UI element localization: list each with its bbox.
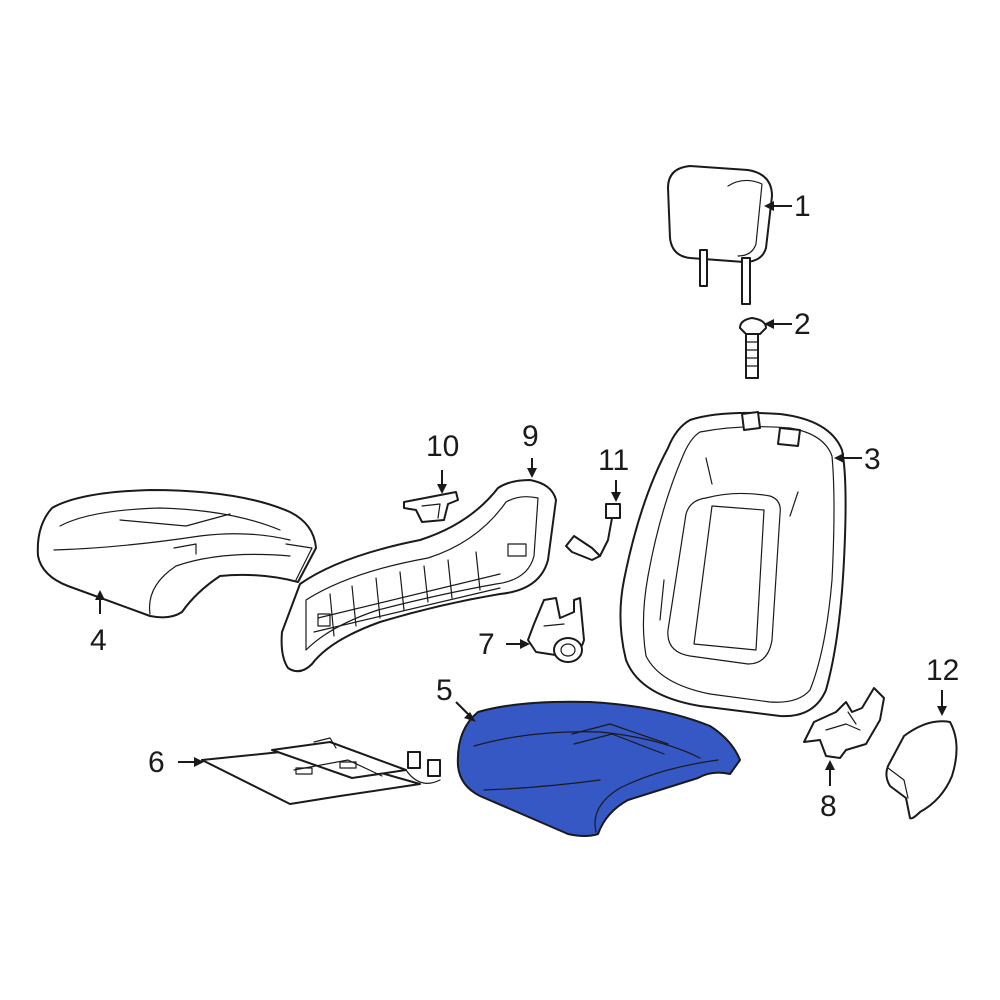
callout-4[interactable]: 4: [90, 624, 107, 657]
part-1-headrest[interactable]: [667, 165, 773, 305]
callout-3[interactable]: 3: [864, 443, 881, 476]
part-4-seat-cushion-cover[interactable]: [36, 489, 317, 619]
part-9-side-shield[interactable]: [280, 479, 557, 673]
part-11-wire-harness[interactable]: [565, 503, 621, 561]
part-3-seat-back-cover[interactable]: [619, 411, 847, 718]
callout-8[interactable]: 8: [820, 790, 837, 823]
callout-12[interactable]: 12: [926, 654, 959, 687]
part-12-trim-cover[interactable]: [885, 720, 958, 820]
callout-6[interactable]: 6: [148, 746, 165, 779]
part-10-clip[interactable]: [403, 491, 459, 523]
callout-2[interactable]: 2: [794, 308, 811, 341]
part-2-headrest-guide[interactable]: [739, 317, 767, 379]
callout-1[interactable]: 1: [794, 190, 811, 223]
part-7-recliner-bracket[interactable]: [527, 597, 585, 663]
callout-11[interactable]: 11: [598, 444, 629, 477]
part-5-seat-cushion-pad[interactable]: [456, 700, 741, 837]
leader-lines: [95, 201, 947, 786]
callout-9[interactable]: 9: [522, 420, 539, 453]
callout-labels: 1 2 3 4 5 6 7 8 9 10 11 12: [90, 190, 959, 823]
callout-5[interactable]: 5: [436, 674, 453, 707]
callout-10[interactable]: 10: [426, 430, 459, 463]
part-8-side-bracket[interactable]: [803, 687, 885, 759]
callout-7[interactable]: 7: [478, 628, 495, 661]
part-6-seat-heater[interactable]: [201, 737, 441, 805]
